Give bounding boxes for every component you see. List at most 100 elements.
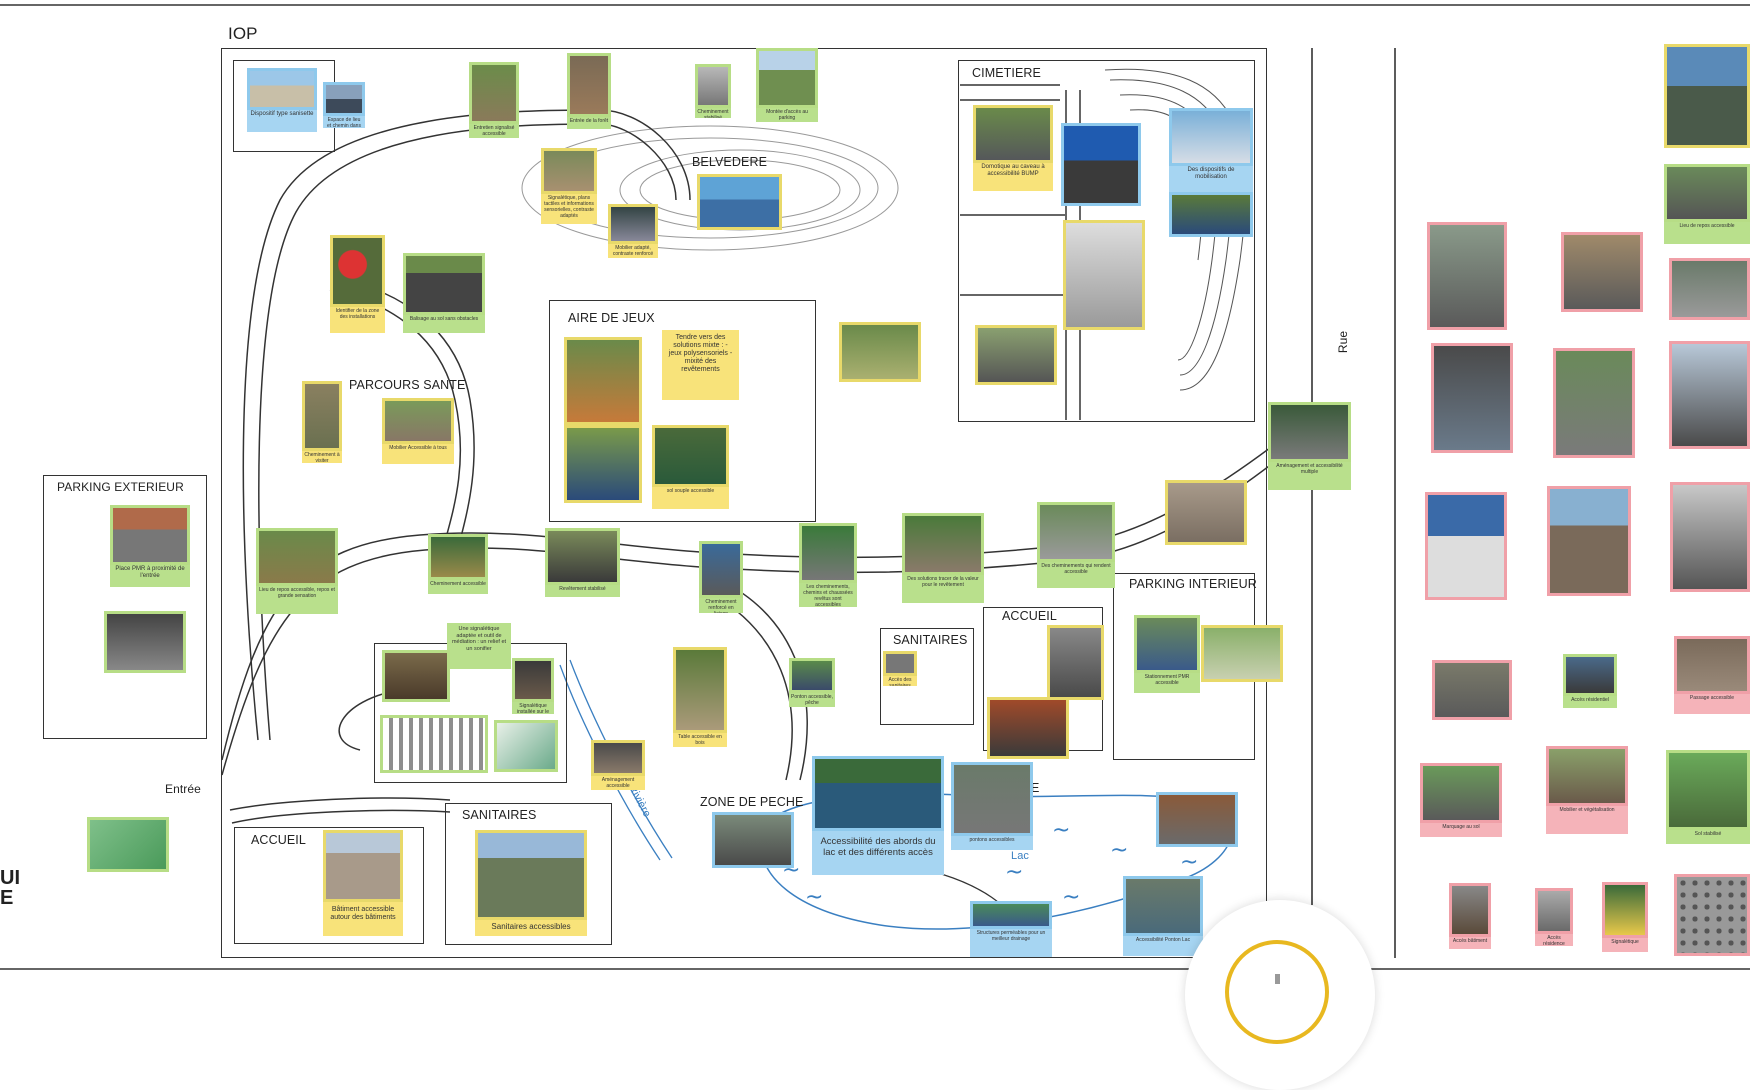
photo-parking-marquage [104, 611, 186, 673]
caption-sol-souple: sol souple accessible [652, 487, 729, 509]
wave-icon: ~ [1062, 885, 1081, 910]
caption-pontons: pontons accessibles [951, 836, 1033, 850]
gallery-photo-17 [1535, 888, 1573, 934]
photo-promenade-lac [1156, 792, 1238, 847]
photo-revetement-stab [545, 528, 620, 585]
wave-icon: ~ [1052, 818, 1071, 843]
photo-accueil-bottom [323, 830, 403, 902]
photo-lieu-repos [256, 528, 338, 586]
sanitaires-bottom-label: SANITAIRES [462, 808, 537, 822]
info-badge[interactable] [1185, 900, 1375, 1090]
caption-caveau: Domotique au caveau à accessibilité BUMP [973, 163, 1053, 191]
caption-structures: Structures perméables pour un meilleur d… [970, 929, 1052, 957]
gallery-caption-repos: Lieu de repos accessible [1664, 222, 1750, 244]
photo-place-pmr [110, 505, 190, 565]
photo-pelouse [1201, 625, 1283, 682]
photo-table-bois [673, 647, 727, 733]
photo-chemin-stab [695, 64, 731, 108]
gallery-caption-11: Accès résidentiel [1563, 696, 1617, 708]
gallery-caption-12: Passage accessible [1674, 694, 1750, 714]
photo-cheminements [1037, 502, 1115, 562]
zone-peche-cut-label: E [1031, 781, 1040, 795]
photo-pontons [951, 762, 1033, 836]
caption-chaussees: Les cheminements, chemins et chaussées r… [799, 583, 857, 607]
bottom-divider [0, 968, 1750, 970]
sanitaires-mid-zone [880, 628, 974, 725]
caption-sanitaires-mid: Accès des sanitaires accessibles [883, 676, 917, 686]
parcours-sante-label: PARCOURS SANTE [349, 378, 466, 392]
gallery-photo-6 [1669, 341, 1750, 449]
street-label: Rue [1336, 330, 1351, 354]
info-icon [1225, 940, 1329, 1044]
photo-amenagement [591, 740, 645, 776]
photo-chemin-visiter [302, 381, 342, 451]
gallery-photo-8 [1547, 486, 1631, 596]
caption-parc-chemin: Espace de lieu et chemin dans un parc ur… [323, 116, 365, 128]
caption-signaletique-plan: Signalétique, plans tactiles et informat… [541, 194, 597, 224]
photo-mobilier-contraste [608, 204, 658, 244]
gallery-photo-7 [1425, 492, 1507, 600]
caption-amenagement-multiple: Aménagement et accessibilité multiple [1268, 462, 1351, 490]
photo-accueil-interieur [987, 697, 1069, 759]
caption-cheminements: Des cheminements qui rendent accessible [1037, 562, 1115, 588]
photo-cimetiere-jardin [975, 325, 1057, 385]
photo-panneau-signaletique [382, 650, 450, 702]
caption-table-bois: Table accessible en bois [673, 733, 727, 747]
caption-mobilier-tous: Mobilier Accessible à tous [382, 444, 454, 464]
gallery-photo-9 [1670, 482, 1750, 592]
photo-zone-peche [712, 812, 794, 868]
caption-revetement-stab: Revêtement stabilisé [545, 585, 620, 597]
caption-zone-installations: Identifier de la zone des installations [330, 307, 385, 333]
caption-allee: Entretien signalisé accessible [469, 124, 519, 138]
photo-sanitaires-mid [883, 651, 917, 676]
photo-sanisette [247, 68, 317, 110]
caption-chemin-stab: Cheminement stabilisé [695, 108, 731, 118]
photo-pictogrammes [380, 715, 488, 773]
cimetiere-label: CIMETIERE [972, 66, 1041, 80]
parking-exterieur-label: PARKING EXTERIEUR [57, 480, 184, 494]
caption-borne: Signalétique installée sur le terrain [512, 702, 554, 714]
photo-foret [567, 53, 611, 117]
entrance-label: Entrée [165, 782, 201, 796]
photo-jeux-fauteuil [564, 425, 642, 503]
photo-parc-chemin [323, 82, 365, 116]
photo-chaussees [799, 523, 857, 583]
photo-borne [512, 658, 554, 702]
photo-sanitaires-bottom [475, 830, 587, 920]
wave-icon: ~ [1005, 860, 1024, 885]
photo-cimetiere-allee [1061, 123, 1141, 206]
photo-amenagement-multiple [1268, 402, 1351, 462]
caption-mobilier-contraste: Mobilier adapté, contraste renforcé [608, 244, 658, 258]
photo-plan-entree [87, 817, 169, 872]
photo-structures [970, 901, 1052, 929]
caption-stationnement-pmr: Stationnement PMR accessible [1134, 673, 1200, 693]
caption-chemin-access: Cheminement accessible [428, 580, 488, 594]
photo-jeux-toboggan [564, 337, 642, 425]
photo-stationnement-pmr [1134, 615, 1200, 673]
caption-chemin-visiter: Cheminement à visiter [302, 451, 342, 463]
iop-zone [221, 48, 1267, 958]
aire-de-jeux-label: AIRE DE JEUX [568, 311, 655, 325]
gallery-photo-2 [1561, 232, 1643, 312]
accueil-bottom-label: ACCUEIL [251, 833, 306, 847]
gallery-caption-15: Sol stabilisé [1666, 830, 1750, 844]
wave-icon: ~ [805, 885, 824, 910]
parking-exterieur-zone [43, 475, 207, 739]
gallery-photo-15 [1666, 750, 1750, 830]
gallery-caption-13: Marquage au sol [1420, 823, 1502, 837]
sanitaires-mid-label: SANITAIRES [893, 633, 968, 647]
caption-accueil-bottom: Bâtiment accessible autour des bâtiments [323, 902, 403, 936]
accueil-right-label: ACCUEIL [1002, 609, 1057, 623]
photo-plan-tactile [494, 720, 558, 772]
caption-balisage: Balisage au sol sans obstacles [403, 315, 485, 333]
cimetiere-zone [958, 60, 1255, 422]
gallery-photo-12 [1674, 636, 1750, 694]
caption-chemin-renforce: Cheminement renforcé en liaison [699, 598, 743, 613]
caption-sanisette: Dispositif type sanisette [247, 110, 317, 132]
photo-mobilier-tous [382, 398, 454, 444]
photo-vehicule [1169, 108, 1253, 166]
photo-tracer-valeur [902, 513, 984, 575]
caption-montee: Montée d'accès au parking [756, 108, 818, 122]
caption-vehicule: Des dispositifs de mobilisation [1169, 166, 1253, 192]
